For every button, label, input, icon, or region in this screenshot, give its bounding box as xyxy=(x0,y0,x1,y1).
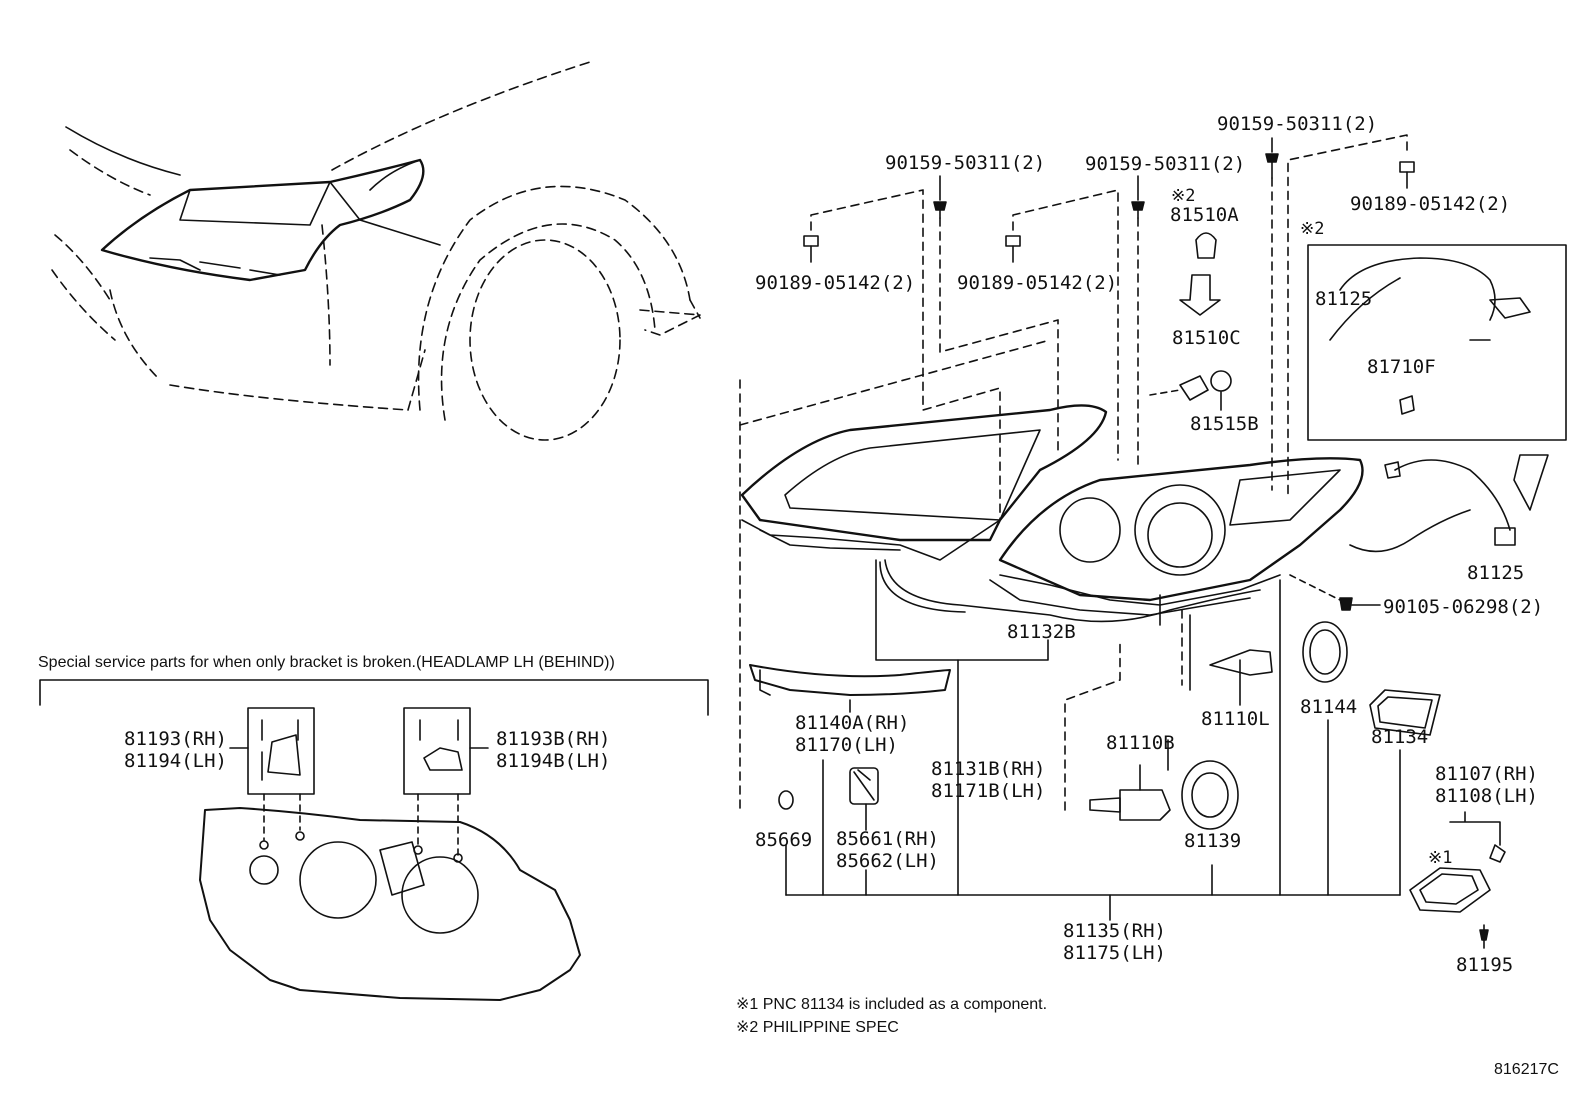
callout-81193B: 81193B(RH) xyxy=(496,728,611,750)
callout-90105: 90105-06298(2) xyxy=(1383,596,1544,618)
callout-81131B-group: 81131B(RH) 81171B(LH) xyxy=(931,758,1045,802)
leveling-actuator xyxy=(849,767,879,831)
callout-81134: 81134 xyxy=(1371,726,1429,748)
callout-81135: 81135(RH) xyxy=(1063,920,1166,942)
callout-81193: 81193(RH) xyxy=(124,728,227,750)
ballast-81107 xyxy=(1409,811,1506,949)
callout-81510C: 81510C xyxy=(1172,327,1241,349)
footnote-2: ※2 PHILIPPINE SPEC xyxy=(736,1019,899,1036)
bulb-81110L xyxy=(1209,649,1273,706)
callout-81195: 81195 xyxy=(1456,954,1514,976)
callout-81140A: 81140A(RH) xyxy=(795,712,910,734)
vehicle-front-illustration xyxy=(51,61,701,441)
callout-81175: 81175(LH) xyxy=(1063,942,1166,964)
callout-81108: 81108(LH) xyxy=(1435,785,1538,807)
bracket-caption: Special service parts for when only brac… xyxy=(38,654,615,671)
bracket-inset xyxy=(39,679,709,1001)
callout-81107: 81107(RH) xyxy=(1435,763,1538,785)
housing-assembly xyxy=(879,457,1364,623)
cap-81139 xyxy=(1181,760,1239,830)
gasket-inner xyxy=(1377,696,1433,729)
callout-90159-left: 90159-50311(2) xyxy=(885,152,1046,174)
callout-85662: 85662(LH) xyxy=(836,850,939,872)
callout-90159-right: 90159-50311(2) xyxy=(1217,113,1378,135)
callout-81140A-group: 81140A(RH) 81170(LH) xyxy=(795,712,909,756)
diagram-id: 816217C xyxy=(1494,1061,1559,1078)
callout-90189-left: 90189-05142(2) xyxy=(755,272,916,294)
fastener-leaders xyxy=(803,134,1415,521)
harness-box xyxy=(1307,244,1567,511)
callout-81193-group: 81193(RH) 81194(LH) xyxy=(124,728,227,772)
harness-81125 xyxy=(1349,459,1516,553)
gasket-81134 xyxy=(1369,689,1441,736)
footnote-1: ※1 PNC 81134 is included as a component. xyxy=(736,996,1048,1013)
callout-81139: 81139 xyxy=(1184,830,1242,852)
callout-81193B-group: 81193B(RH) 81194B(LH) xyxy=(496,728,610,772)
callout-81125-outer: 81125 xyxy=(1467,562,1525,584)
callout-85669: 85669 xyxy=(755,829,813,851)
callout-90159-mid: 90159-50311(2) xyxy=(1085,153,1246,175)
lens-assembly xyxy=(739,339,1108,811)
callout-81170: 81170(LH) xyxy=(795,734,898,756)
callout-85661-group: 85661(RH) 85662(LH) xyxy=(836,828,939,872)
trim-strip xyxy=(749,664,951,713)
ring-81144 xyxy=(1302,621,1348,683)
callout-81194B: 81194B(LH) xyxy=(496,750,611,772)
note2-mark-bulb: ※2 xyxy=(1171,186,1196,206)
oring-85669 xyxy=(778,790,794,810)
callout-81194: 81194(LH) xyxy=(124,750,227,772)
callout-81510A: 81510A xyxy=(1170,204,1239,226)
callout-81107-group: 81107(RH) 81108(LH) xyxy=(1435,763,1538,807)
callout-81171B: 81171B(LH) xyxy=(931,780,1046,802)
callout-81135-group: 81135(RH) 81175(LH) xyxy=(1063,920,1166,964)
callout-81110B: 81110B xyxy=(1106,732,1175,754)
callout-81131B: 81131B(RH) xyxy=(931,758,1046,780)
callout-90189-mid: 90189-05142(2) xyxy=(957,272,1118,294)
note2-mark-harness: ※2 xyxy=(1300,219,1325,239)
callout-85661: 85661(RH) xyxy=(836,828,939,850)
bulb-81110B xyxy=(1089,764,1171,821)
callout-81110L: 81110L xyxy=(1201,708,1270,730)
callout-90189-right: 90189-05142(2) xyxy=(1350,193,1511,215)
callout-81515B: 81515B xyxy=(1190,413,1259,435)
callout-81144: 81144 xyxy=(1300,696,1358,718)
callout-81132B: 81132B xyxy=(1007,621,1076,643)
leader-lines xyxy=(785,559,1401,921)
callout-81125-inner: 81125 xyxy=(1315,288,1373,310)
callout-81710F: 81710F xyxy=(1367,356,1436,378)
bulb-81510 xyxy=(1149,232,1232,411)
note1-mark: ※1 xyxy=(1428,848,1453,868)
